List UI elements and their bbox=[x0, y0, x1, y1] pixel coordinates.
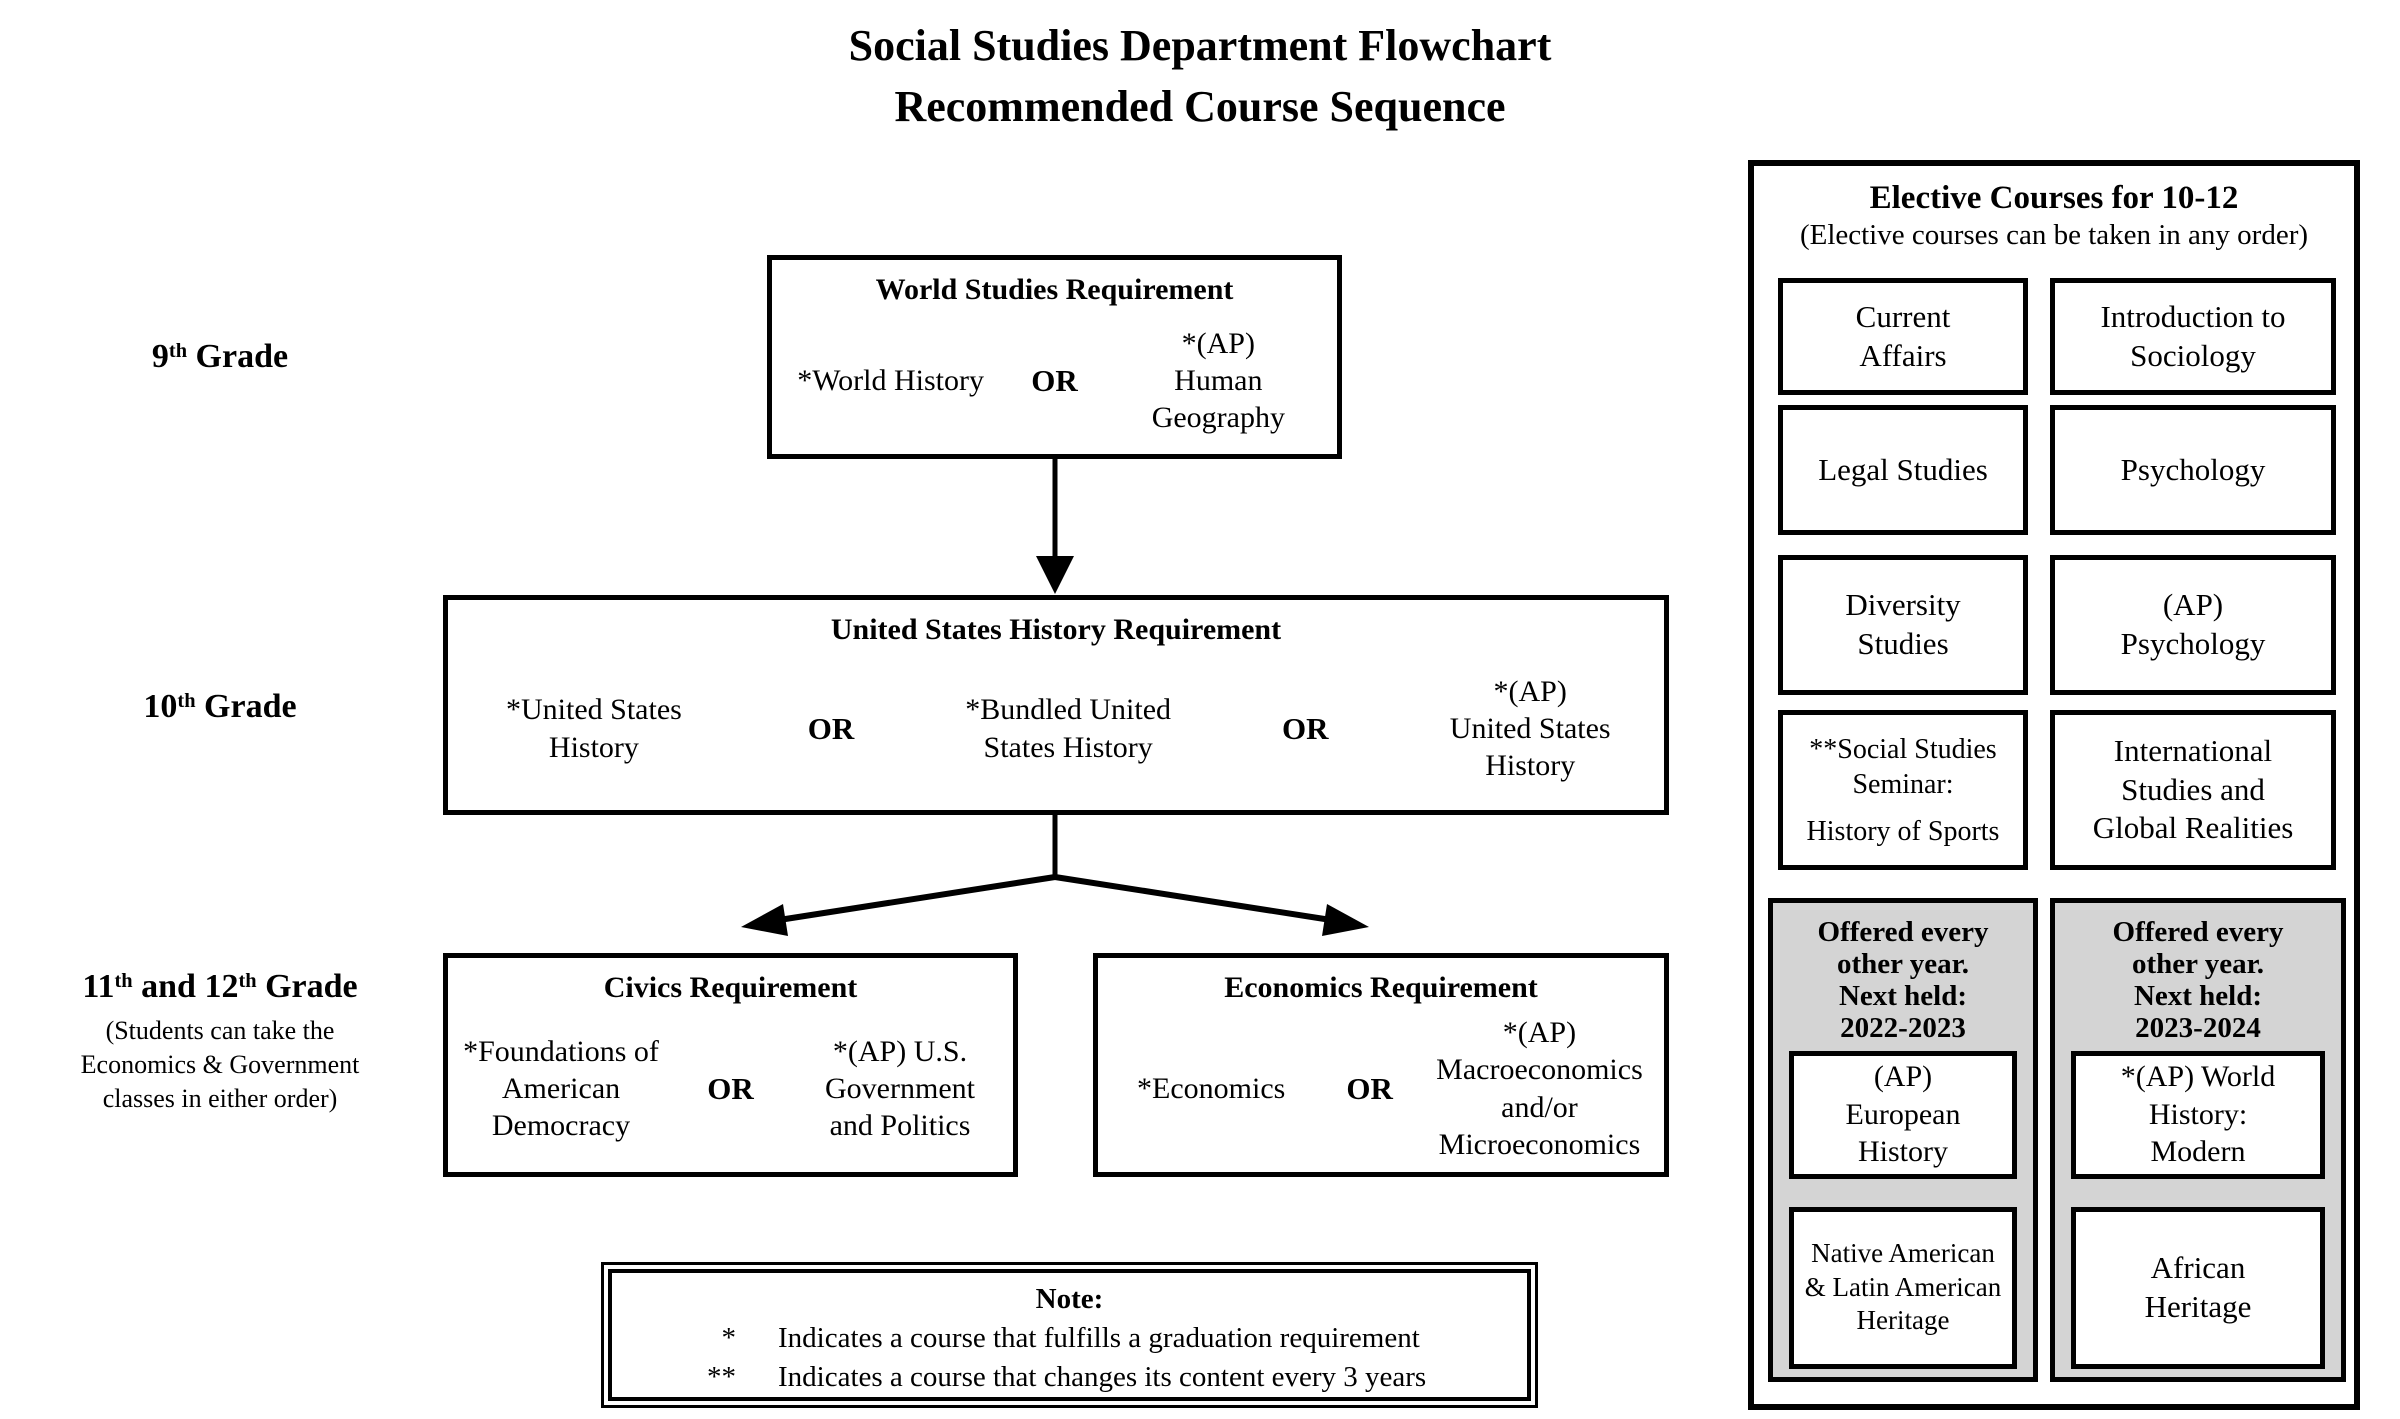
or-label: OR bbox=[1346, 1070, 1393, 1106]
elective-intro-sociology: Introduction to Sociology bbox=[2050, 278, 2336, 395]
elective-legal-studies: Legal Studies bbox=[1778, 405, 2028, 535]
elective-international-studies: International Studies and Global Realiti… bbox=[2050, 710, 2336, 870]
electives-title: Elective Courses for 10-12 bbox=[1869, 180, 2239, 216]
grade-11-12-title: 11th and 12th Grade bbox=[82, 968, 358, 1005]
world-studies-title: World Studies Requirement bbox=[875, 273, 1234, 306]
world-studies-box: World Studies Requirement *World History… bbox=[767, 255, 1342, 459]
civics-box: Civics Requirement *Foundations of Ameri… bbox=[443, 953, 1018, 1177]
world-studies-options: *World History OR *(AP) Human Geography bbox=[772, 307, 1337, 454]
us-history-box: United States History Requirement *Unite… bbox=[443, 595, 1669, 815]
elective-african-heritage: African Heritage bbox=[2071, 1206, 2325, 1369]
page-title: Social Studies Department Flowchart Reco… bbox=[0, 16, 2400, 137]
note-box-inner: Note: * Indicates a course that fulfills… bbox=[608, 1269, 1531, 1401]
seminar-topic-text: History of Sports bbox=[1806, 815, 2000, 847]
note-symbol: * bbox=[721, 1322, 737, 1354]
grade-11-12-note: (Students can take the Economics & Gover… bbox=[80, 1016, 360, 1113]
elective-ap-psychology: (AP) Psychology bbox=[2050, 555, 2336, 695]
note-item: ** Indicates a course that changes its c… bbox=[684, 1361, 1527, 1394]
us-history-title: United States History Requirement bbox=[830, 613, 1282, 646]
elective-social-studies-seminar: **Social Studies Seminar: History of Spo… bbox=[1778, 710, 2028, 870]
foundations-option: *Foundations of American Democracy bbox=[463, 1034, 659, 1143]
electives-panel: Elective Courses for 10-12 (Elective cou… bbox=[1748, 160, 2360, 1410]
grade-11-12-label: 11th and 12th Grade (Students can take t… bbox=[20, 968, 420, 1115]
biennial-right-caption: Offered every other year. Next held: 202… bbox=[2112, 916, 2284, 1044]
grade-10-label: 10th Grade bbox=[143, 688, 297, 725]
economics-options: *Economics OR *(AP) Macroeconomics and/o… bbox=[1098, 1005, 1664, 1172]
electives-subtitle: (Elective courses can be taken in any or… bbox=[1799, 219, 2309, 251]
economics-box: Economics Requirement *Economics OR *(AP… bbox=[1093, 953, 1669, 1177]
arrow-us-to-civics-head bbox=[741, 904, 788, 936]
note-text: Indicates a course that changes its cont… bbox=[778, 1361, 1427, 1393]
elective-ap-world-history-modern: *(AP) World History: Modern bbox=[2071, 1050, 2325, 1179]
note-text: Indicates a course that fulfills a gradu… bbox=[778, 1322, 1420, 1354]
ap-human-geography-option: *(AP) Human Geography bbox=[1151, 326, 1285, 435]
us-history-options: *United States History OR *Bundled Unite… bbox=[448, 647, 1664, 810]
biennial-right-group: Offered every other year. Next held: 202… bbox=[2050, 898, 2346, 1382]
elective-psychology: Psychology bbox=[2050, 405, 2336, 535]
note-item: * Indicates a course that fulfills a gra… bbox=[684, 1322, 1527, 1355]
arrow-us-to-economics-line bbox=[1054, 874, 1332, 923]
or-label: OR bbox=[807, 710, 855, 746]
grade-9-label: 9th Grade bbox=[151, 338, 289, 375]
ap-us-history-option: *(AP) United States History bbox=[1449, 674, 1611, 783]
note-symbol: ** bbox=[707, 1361, 736, 1393]
elective-native-latin-american-heritage: Native American & Latin American Heritag… bbox=[1789, 1206, 2017, 1369]
biennial-left-group: Offered every other year. Next held: 202… bbox=[1768, 898, 2038, 1382]
note-title: Note: bbox=[1035, 1283, 1104, 1315]
world-history-option: *World History bbox=[797, 363, 985, 397]
note-box: Note: * Indicates a course that fulfills… bbox=[601, 1262, 1538, 1408]
elective-ap-european-history: (AP) European History bbox=[1789, 1050, 2017, 1179]
arrow-us-to-economics-head bbox=[1322, 904, 1369, 936]
grade-9-superscript: th bbox=[168, 340, 188, 363]
elective-current-affairs: Current Affairs bbox=[1778, 278, 2028, 395]
arrow-us-to-civics-line bbox=[778, 874, 1056, 923]
ap-macro-micro-option: *(AP) Macroeconomics and/or Microeconomi… bbox=[1436, 1016, 1643, 1161]
civics-options: *Foundations of American Democracy OR *(… bbox=[448, 1005, 1013, 1172]
bundled-us-history-option: *Bundled United States History bbox=[965, 693, 1172, 764]
or-label: OR bbox=[1281, 710, 1329, 746]
page-title-line2: Recommended Course Sequence bbox=[894, 81, 1506, 131]
ap-us-government-option: *(AP) U.S. Government and Politics bbox=[825, 1034, 975, 1143]
or-label: OR bbox=[707, 1070, 754, 1106]
economics-title: Economics Requirement bbox=[1224, 971, 1538, 1004]
page-title-line1: Social Studies Department Flowchart bbox=[848, 21, 1552, 70]
civics-title: Civics Requirement bbox=[603, 971, 858, 1004]
economics-option: *Economics bbox=[1137, 1071, 1286, 1105]
us-history-option: *United States History bbox=[506, 693, 682, 764]
arrow-world-to-us-head bbox=[1036, 556, 1074, 594]
biennial-left-caption: Offered every other year. Next held: 202… bbox=[1817, 916, 1989, 1044]
elective-diversity-studies: Diversity Studies bbox=[1778, 555, 2028, 695]
grade-10-superscript: th bbox=[177, 690, 196, 713]
seminar-title-text: **Social Studies Seminar: bbox=[1809, 733, 1997, 800]
or-label: OR bbox=[1031, 362, 1078, 398]
